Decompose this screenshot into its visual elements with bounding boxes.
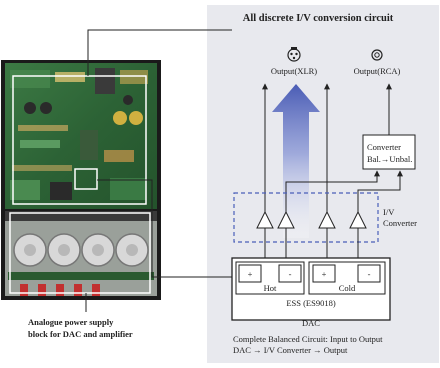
- hot-label: Hot: [264, 283, 277, 293]
- output-xlr-label: Output(XLR): [271, 66, 317, 76]
- cold-minus-box: [357, 264, 381, 283]
- footnote-line1: Complete Balanced Circuit: Input to Outp…: [233, 334, 383, 344]
- cold-plus-box: [312, 264, 336, 283]
- cold-label: Cold: [339, 283, 356, 293]
- hot-plus-box: [238, 264, 262, 283]
- photo-caption-line2: block for DAC and amplifier: [28, 329, 133, 339]
- signal-flow-arrow: [272, 84, 320, 238]
- cold-minus-symbol: -: [368, 269, 371, 279]
- converter-label-line1: Converter: [367, 142, 401, 152]
- cold-to-converter-line: [357, 170, 403, 212]
- cold-plus-symbol: +: [322, 269, 327, 279]
- hot-minus-box: [278, 264, 302, 283]
- iv-converter-box: [233, 192, 379, 243]
- iv-converter-label-line1: I/V: [383, 207, 395, 217]
- hot-to-converter-line: [285, 170, 380, 212]
- xlr-connector-icon: [287, 47, 301, 62]
- diagram-title: All discrete I/V conversion circuit: [243, 13, 394, 24]
- footnote-line2: DAC → I/V Converter → Output: [233, 345, 348, 355]
- dac-label: DAC: [302, 318, 320, 328]
- converter-label-line2: Bal.→Unbal.: [367, 154, 412, 164]
- iv-converter-label-line2: Converter: [383, 218, 417, 228]
- leader-line-dac: [97, 179, 232, 278]
- hot-minus-symbol: -: [289, 269, 292, 279]
- photo-highlight-power: [9, 212, 151, 294]
- leader-line-iv: [87, 29, 232, 76]
- hot-plus-symbol: +: [248, 269, 253, 279]
- photo-highlight-dac: [74, 168, 98, 190]
- chip-name-label: ESS (ES9018): [286, 298, 336, 308]
- rca-connector-icon: [371, 49, 383, 61]
- converter-box: [362, 134, 416, 170]
- photo-highlight-iv: [12, 75, 147, 205]
- photo-caption-line1: Analogue power supply: [28, 317, 114, 327]
- output-rca-label: Output(RCA): [354, 66, 401, 76]
